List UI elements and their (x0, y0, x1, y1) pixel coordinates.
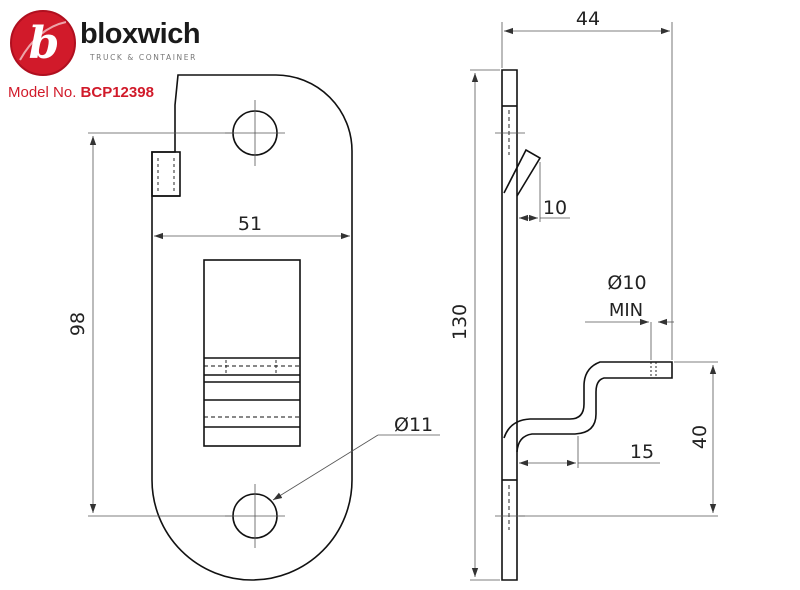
logo-letter: b (29, 18, 60, 69)
dim-loop-height: 40 (689, 425, 711, 449)
plate-outline (151, 74, 353, 581)
model-number-line: Model No. BCP12398 (8, 84, 154, 101)
model-number: BCP12398 (80, 84, 154, 101)
side-view (501, 69, 673, 581)
brand-name: bloxwich (80, 18, 201, 50)
side-plate-outline (501, 69, 518, 581)
dim-hook-offset: 10 (543, 197, 567, 219)
rod-loop (503, 361, 673, 453)
dim-plate-width: 51 (238, 213, 262, 235)
dim-hole-spacing: 98 (67, 312, 89, 336)
side-view-centerline (495, 132, 525, 517)
dim-total-height: 130 (449, 304, 471, 340)
brand-tagline: TRUCK & CONTAINER (90, 53, 197, 62)
hook-tab (151, 151, 181, 197)
side-view-dimensions (470, 22, 718, 581)
side-hook (503, 148, 542, 197)
latch-window (203, 259, 301, 447)
front-view-dimensions (88, 132, 440, 517)
front-view-centerlines (225, 100, 285, 548)
dim-loop-offset: 15 (630, 441, 654, 463)
dim-total-depth: 44 (576, 8, 600, 30)
model-label: Model No. (8, 84, 77, 101)
dim-rod-diameter-note: MIN (609, 300, 643, 321)
front-view (151, 74, 353, 581)
bloxwich-logo-icon: b (10, 10, 76, 76)
dim-hole-diameter: Ø11 (394, 414, 433, 436)
dim-rod-diameter: Ø10 (607, 272, 646, 294)
